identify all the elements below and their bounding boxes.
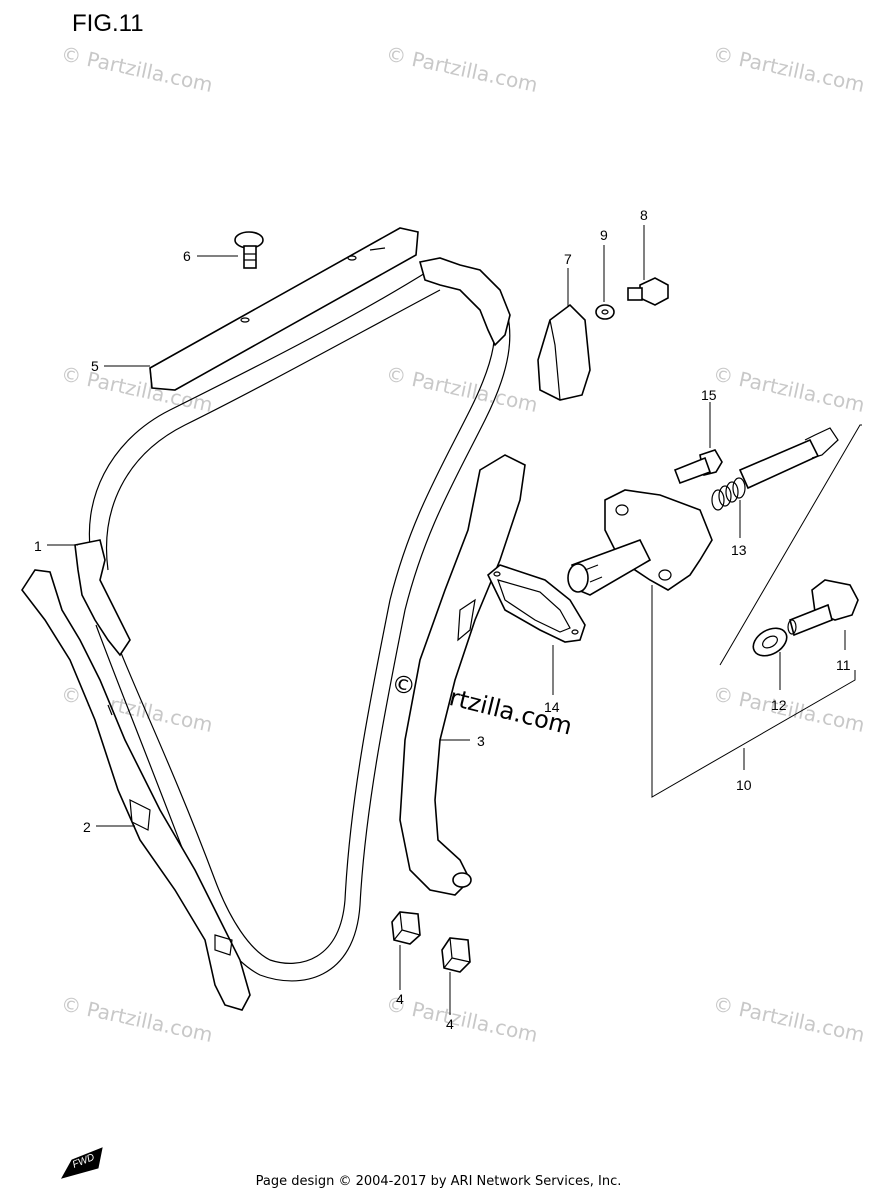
callout-7: 7 — [564, 251, 572, 267]
callout-9: 9 — [600, 227, 608, 243]
callout-15: 15 — [701, 387, 717, 403]
callout-14: 14 — [544, 699, 560, 715]
part-5-upper-chain-guide — [149, 227, 419, 391]
part-4-cushion-b — [441, 937, 471, 973]
watermark: © Partzilla.com — [711, 361, 867, 417]
watermark: © Partzilla.com — [384, 991, 540, 1047]
callout-6: 6 — [183, 248, 191, 264]
part-11-plug-bolt — [787, 579, 859, 637]
watermark: © Partzilla.com — [384, 41, 540, 97]
watermark: © Partzilla.com — [711, 41, 867, 97]
part-15-bolt — [673, 449, 723, 485]
callout-12: 12 — [771, 697, 787, 713]
callout-13: 13 — [731, 542, 747, 558]
leader-lines — [47, 225, 846, 1015]
callout-11: 11 — [836, 657, 851, 673]
part-13-spring — [711, 477, 746, 511]
callout-10: 10 — [736, 777, 752, 793]
part-14-gasket — [487, 564, 586, 643]
part-1-cam-chain — [74, 257, 511, 982]
callout-4: 4 — [396, 991, 404, 1007]
callout-3: 3 — [477, 733, 485, 749]
watermark: © Partzilla.com — [59, 991, 215, 1047]
callout-labels: 1 2 3 4 4 5 6 7 8 9 10 11 12 13 14 15 — [34, 207, 851, 1032]
figure-title: FIG.11 — [72, 10, 144, 37]
callout-1: 1 — [34, 538, 42, 554]
callout-4: 4 — [446, 1016, 454, 1032]
watermark: © Partzilla.com — [711, 681, 867, 737]
part-2-rear-chain-guide — [21, 569, 251, 1011]
watermark: © Partzilla.com — [384, 361, 540, 417]
part-9-washer — [595, 304, 615, 320]
part-7-guide-cap — [537, 303, 591, 401]
callout-2: 2 — [83, 819, 91, 835]
callout-5: 5 — [91, 358, 99, 374]
part-3-front-chain-guide — [399, 454, 526, 896]
part-4-cushion-a — [391, 911, 421, 945]
watermark: © Partzilla.com — [59, 41, 215, 97]
part-10-tensioner-assembly — [567, 424, 862, 798]
part-12-washer — [752, 627, 788, 657]
part-6-screw — [234, 231, 264, 269]
part-8-bolt — [627, 277, 669, 306]
callout-8: 8 — [640, 207, 648, 223]
page-footer: Page design © 2004-2017 by ARI Network S… — [255, 1174, 622, 1189]
watermark: © Partzilla.com — [711, 991, 867, 1047]
